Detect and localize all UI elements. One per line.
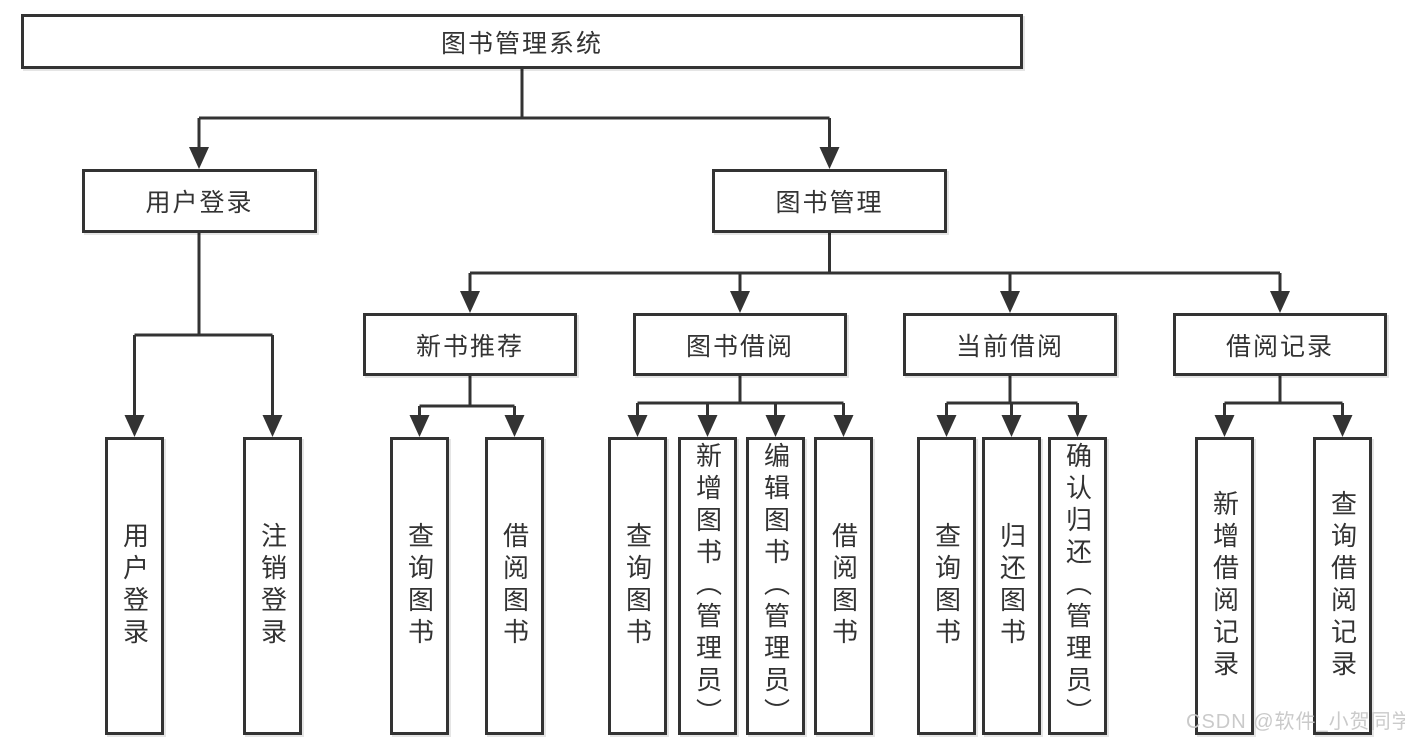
leaf-recommend-borrow-book-label: 借阅图书 <box>499 522 530 650</box>
leaf-current-query-book: 查询图书 <box>917 437 976 735</box>
node-user-login-group: 用户登录 <box>82 169 317 233</box>
node-root: 图书管理系统 <box>21 14 1023 69</box>
leaf-return-book: 归还图书 <box>982 437 1041 735</box>
node-user-login-group-label: 用户登录 <box>145 189 254 217</box>
leaf-add-book-admin: 新增图书（管理员） <box>678 437 737 735</box>
leaf-confirm-return-admin-label: 确认归还（管理员） <box>1062 442 1093 730</box>
leaf-borrow-book-label: 借阅图书 <box>828 522 859 650</box>
node-current-borrow: 当前借阅 <box>903 313 1117 376</box>
leaf-edit-book-admin: 编辑图书（管理员） <box>746 437 805 735</box>
leaf-user-login-label: 用户登录 <box>119 522 150 650</box>
node-book-management: 图书管理 <box>712 169 947 233</box>
leaf-add-borrow-record-label: 新增借阅记录 <box>1209 490 1240 682</box>
leaf-borrow-book: 借阅图书 <box>814 437 873 735</box>
leaf-user-login: 用户登录 <box>105 437 164 735</box>
node-borrow-records: 借阅记录 <box>1173 313 1387 376</box>
leaf-query-borrow-record: 查询借阅记录 <box>1313 437 1372 735</box>
leaf-recommend-query-book-label: 查询图书 <box>404 522 435 650</box>
node-new-book-recommend-label: 新书推荐 <box>415 332 524 361</box>
node-book-borrow-label: 图书借阅 <box>685 332 794 361</box>
node-book-management-label: 图书管理 <box>775 189 884 217</box>
leaf-add-book-admin-label: 新增图书（管理员） <box>692 442 723 730</box>
node-borrow-records-label: 借阅记录 <box>1225 332 1334 361</box>
leaf-recommend-borrow-book: 借阅图书 <box>485 437 544 735</box>
leaf-borrow-query-book: 查询图书 <box>608 437 667 735</box>
leaf-current-query-book-label: 查询图书 <box>931 522 962 650</box>
leaf-edit-book-admin-label: 编辑图书（管理员） <box>760 442 791 730</box>
watermark: CSDN @软件_小贺同学 <box>1186 711 1405 733</box>
node-current-borrow-label: 当前借阅 <box>955 332 1064 361</box>
node-new-book-recommend: 新书推荐 <box>363 313 577 376</box>
leaf-borrow-query-book-label: 查询图书 <box>622 522 653 650</box>
connector-arrowheads <box>124 147 1353 437</box>
leaf-add-borrow-record: 新增借阅记录 <box>1195 437 1254 735</box>
leaf-recommend-query-book: 查询图书 <box>390 437 449 735</box>
node-book-borrow: 图书借阅 <box>633 313 847 376</box>
leaf-logout-login-label: 注销登录 <box>257 522 288 650</box>
leaf-return-book-label: 归还图书 <box>996 522 1027 650</box>
node-root-label: 图书管理系统 <box>440 29 603 58</box>
leaf-query-borrow-record-label: 查询借阅记录 <box>1327 490 1358 682</box>
connector-segments <box>133 69 1344 416</box>
leaf-confirm-return-admin: 确认归还（管理员） <box>1048 437 1107 735</box>
leaf-logout-login: 注销登录 <box>243 437 302 735</box>
